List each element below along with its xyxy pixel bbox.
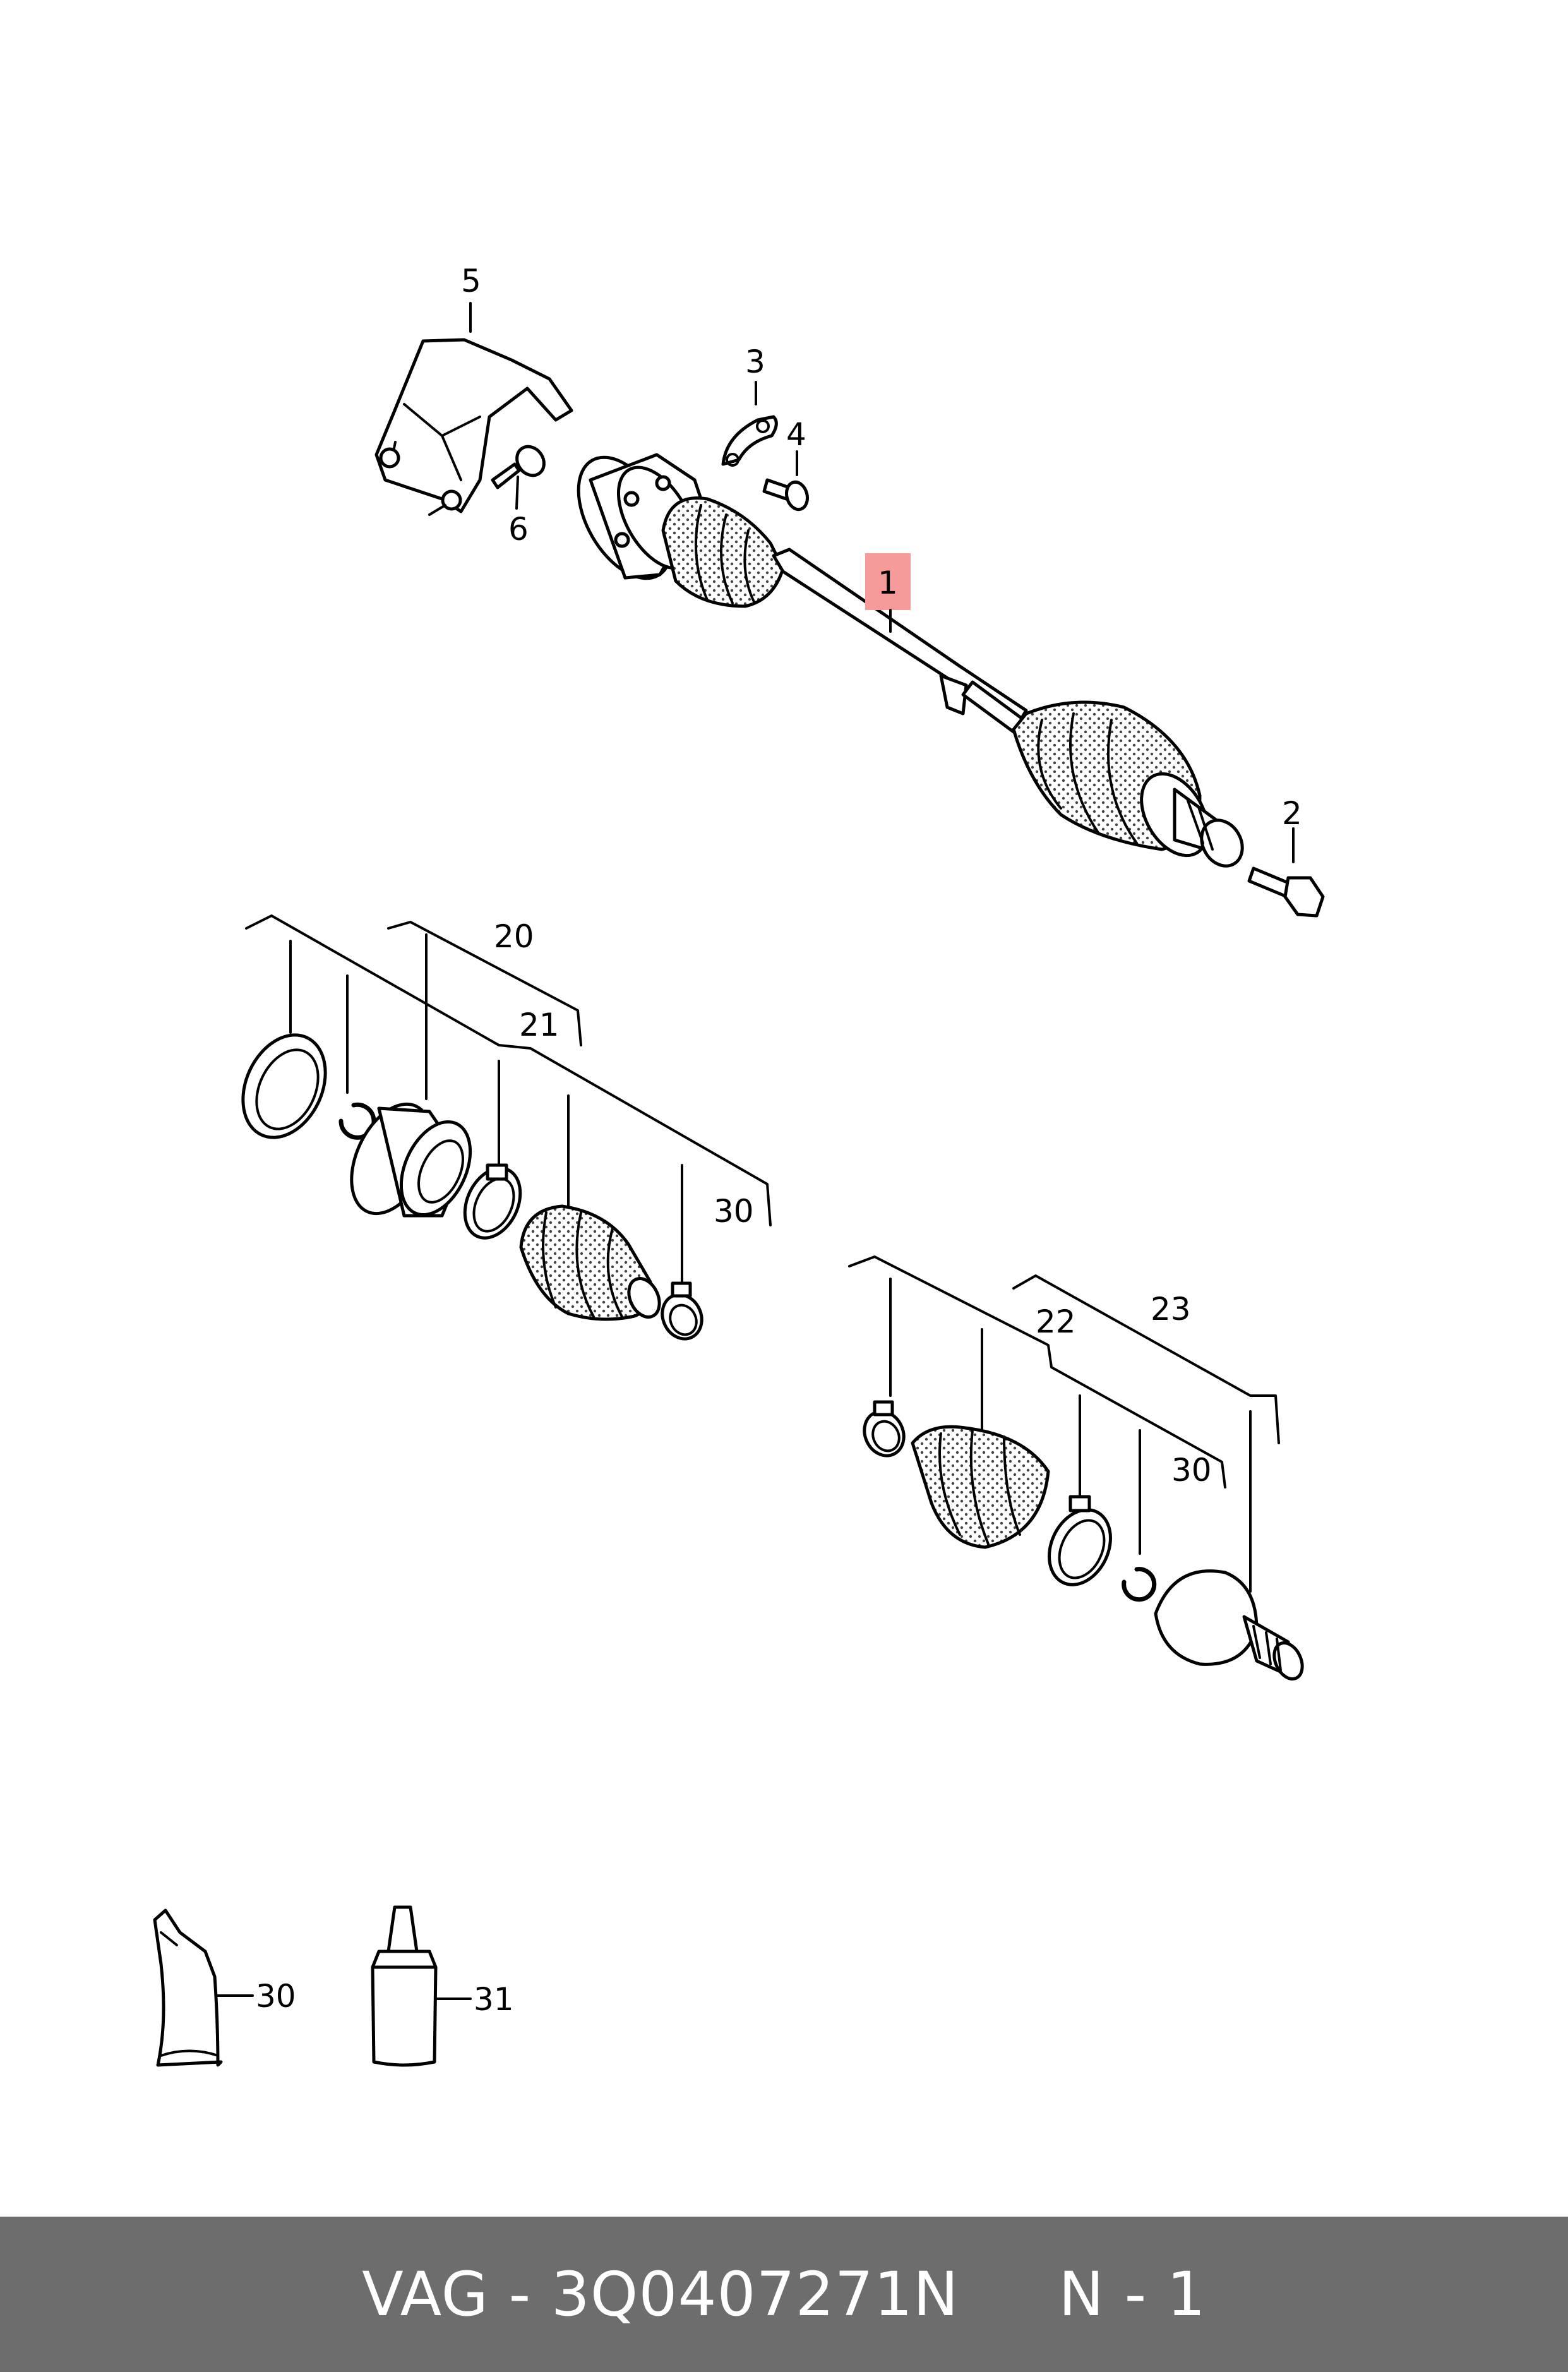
callout-22: 22 xyxy=(1036,1303,1076,1340)
exploded-parts-diagram: 5 6 3 4 xyxy=(153,263,1325,2067)
callout-30-top: 30 xyxy=(714,1193,754,1230)
callout-31: 31 xyxy=(474,1981,514,2018)
callout-20: 20 xyxy=(494,918,534,955)
kit-22-leaders xyxy=(848,1255,1280,1593)
cv-joint-icon xyxy=(350,1102,472,1218)
clamp-icon xyxy=(661,1281,703,1341)
callout-1-highlight xyxy=(865,553,911,610)
kit-20-leaders xyxy=(245,914,772,1283)
callout-4: 4 xyxy=(786,416,806,453)
clamp-icon xyxy=(1048,1495,1112,1586)
drive-shaft-icon xyxy=(577,453,1244,868)
boot-icon xyxy=(911,1425,1050,1549)
grease-tube-icon xyxy=(153,1908,254,2067)
callout-21: 21 xyxy=(519,1007,560,1043)
callout-30-mid: 30 xyxy=(1171,1452,1212,1488)
bottle-icon xyxy=(371,1905,472,2067)
bolt-icon xyxy=(762,450,809,512)
heat-shield-icon xyxy=(374,302,573,516)
callout-5: 5 xyxy=(461,263,481,299)
callout-6: 6 xyxy=(508,511,529,548)
callout-3: 3 xyxy=(745,344,765,380)
bolt-icon xyxy=(491,445,546,510)
cv-joint-icon xyxy=(1154,1569,1304,1680)
cover-icon xyxy=(241,1033,327,1139)
callout-23: 23 xyxy=(1151,1291,1191,1327)
clamp-icon xyxy=(463,1163,522,1240)
callout-1: 1 xyxy=(878,565,898,601)
part-number-text: VAG - 3Q0407271N N - 1 xyxy=(362,2259,1206,2330)
bolt-icon xyxy=(1247,827,1325,918)
clamp-icon xyxy=(863,1400,906,1458)
lock-plate-icon xyxy=(721,381,778,467)
footer-bar: VAG - 3Q0407271N N - 1 xyxy=(0,2217,1568,2372)
boot-icon xyxy=(519,1204,661,1321)
circlip-icon xyxy=(1122,1567,1157,1602)
callout-30-bottom: 30 xyxy=(256,1978,296,2015)
callout-2: 2 xyxy=(1282,795,1302,832)
